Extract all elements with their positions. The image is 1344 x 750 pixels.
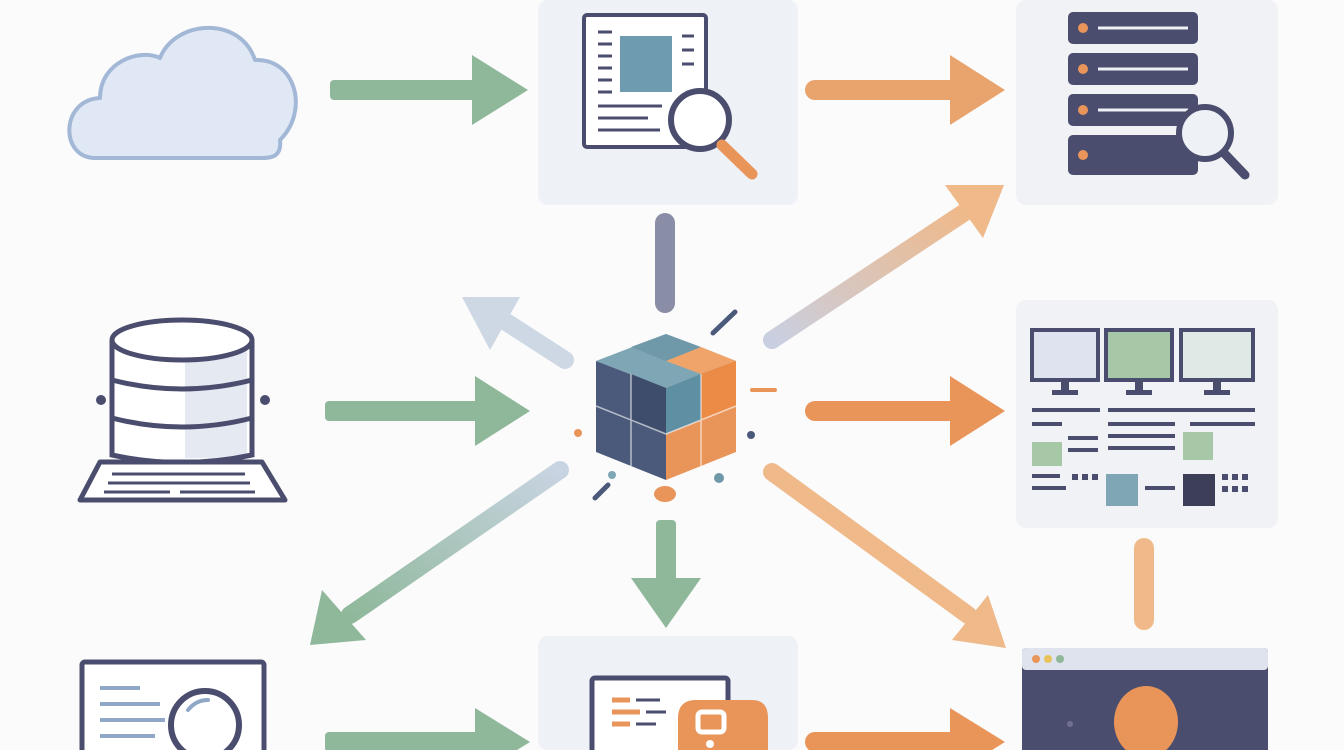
document-search-icon — [582, 13, 758, 180]
arrow-file-search-to-code-editor — [325, 708, 530, 750]
arrow-cube-to-upper-left — [462, 297, 574, 369]
arrow-cube-to-code-editor — [631, 520, 701, 628]
user-browser-icon — [1022, 648, 1268, 750]
arrow-cube-to-user-browser — [763, 463, 1006, 648]
arrow-code-editor-to-browser — [805, 708, 1005, 750]
server-search-icon — [1068, 12, 1250, 180]
cloud-icon — [67, 25, 298, 160]
arrow-document-to-server — [805, 55, 1005, 125]
code-editor-icon — [589, 675, 768, 750]
arrow-cloud-to-document — [330, 55, 528, 125]
connector-dashboard-to-browser — [1134, 538, 1154, 630]
arrow-database-to-cube — [325, 376, 530, 446]
arrow-cube-to-file-search — [310, 461, 569, 645]
cube-icon — [595, 334, 737, 480]
dashboard-monitors-icon — [1030, 328, 1255, 506]
database-laptop-icon — [77, 317, 288, 503]
arrow-cube-to-dashboard — [805, 376, 1005, 446]
arrow-cube-to-server — [763, 185, 1004, 349]
cube-sparkles — [574, 309, 777, 502]
connector-document-to-cube — [655, 213, 675, 313]
file-search-icon — [79, 659, 267, 750]
